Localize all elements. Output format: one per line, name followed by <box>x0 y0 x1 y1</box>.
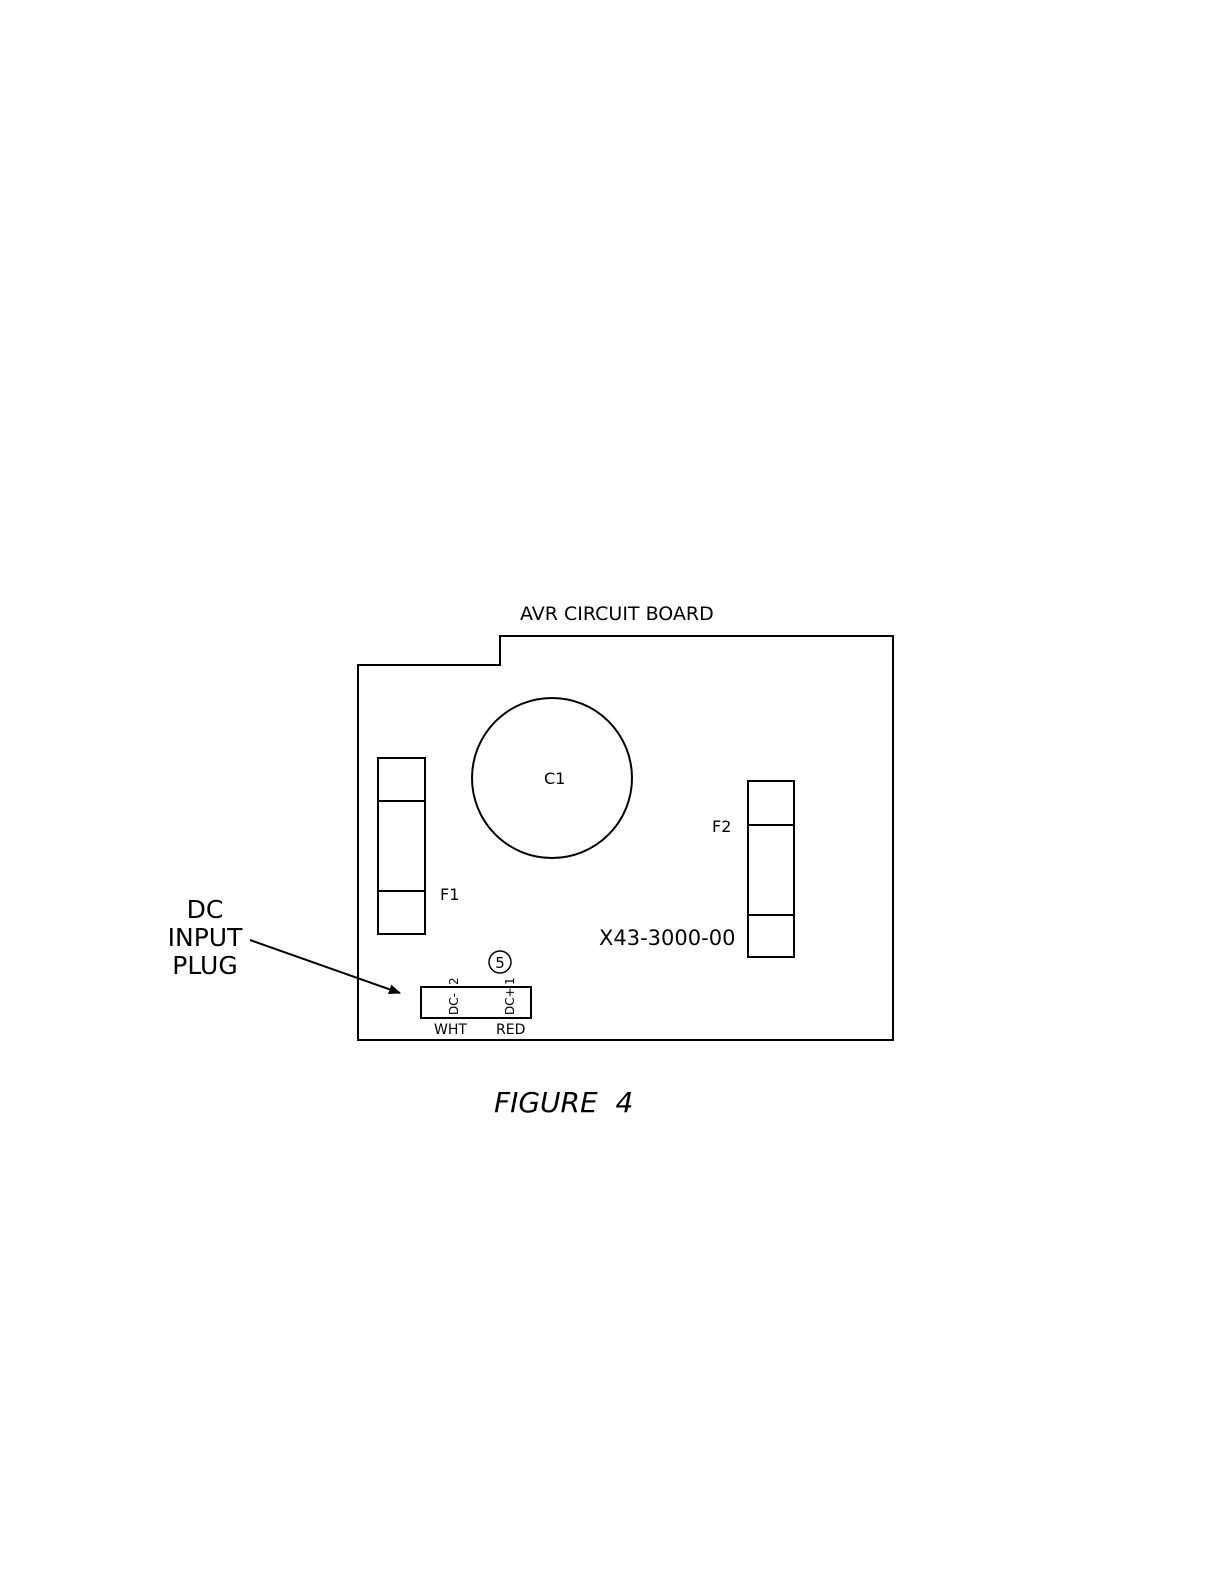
fuse-f1-label: F1 <box>440 885 459 904</box>
callout-line-2: INPUT <box>168 923 243 952</box>
board-outline <box>358 636 893 1040</box>
fuse-f2 <box>748 781 794 957</box>
figure-caption: FIGURE 4 <box>494 1086 633 1119</box>
pin-2-number: 2 <box>447 977 461 985</box>
wire-red-label: RED <box>496 1022 525 1038</box>
callout-line-1: DC <box>187 895 224 924</box>
callout-arrow <box>250 940 400 993</box>
fuse-f1 <box>378 758 425 934</box>
pin-dc-minus-label: DC- <box>447 993 461 1015</box>
wire-white-label: WHT <box>434 1022 467 1038</box>
pin-1-number: 1 <box>503 977 517 985</box>
board-title: AVR CIRCUIT BOARD <box>520 603 714 625</box>
pin-dc-plus-label: DC+ <box>503 987 517 1015</box>
fuse-f2-label: F2 <box>712 817 731 836</box>
part-number: X43-3000-00 <box>599 926 735 950</box>
capacitor-label: C1 <box>544 769 565 788</box>
connector-number: 5 <box>495 954 505 972</box>
callout-line-3: PLUG <box>172 951 237 980</box>
